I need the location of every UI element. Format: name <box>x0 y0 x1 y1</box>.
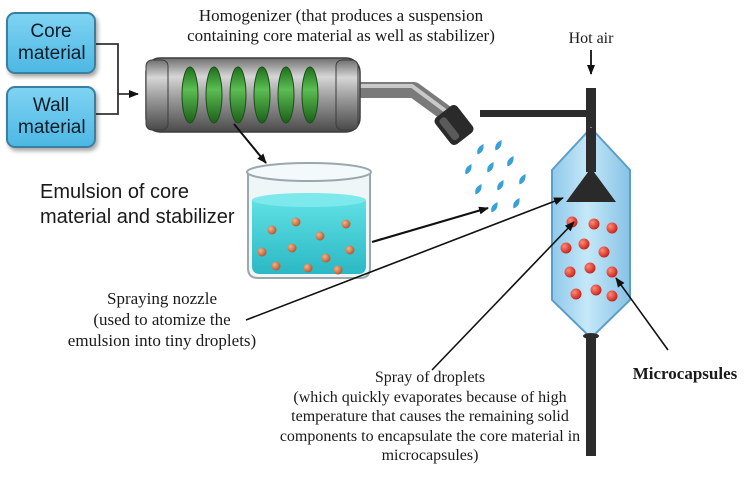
homogenizer-band <box>205 66 223 124</box>
hot-air-label: Hot air <box>568 30 614 47</box>
core-material-label: Core material <box>18 21 86 64</box>
pointer-nozzle <box>245 197 564 321</box>
emulsion-particle <box>315 231 325 241</box>
emulsion-particle <box>267 225 277 235</box>
arrow-to-emulsion <box>233 123 267 164</box>
emulsion-particle <box>287 243 297 253</box>
spray-droplet <box>497 179 504 191</box>
emulsion-particle <box>257 247 267 257</box>
connector-core <box>96 43 139 98</box>
homogenizer-band <box>277 66 295 124</box>
emulsion-label: Emulsion of core material and stabilizer <box>40 181 235 228</box>
emulsion-particle <box>271 261 281 271</box>
microcapsule <box>564 266 576 278</box>
microcapsules-label: Microcapsules <box>632 364 738 383</box>
spray-droplet <box>487 161 494 173</box>
spray-droplets <box>465 139 526 213</box>
microcapsule <box>570 288 582 300</box>
microcapsule <box>598 246 610 258</box>
spray-droplet <box>477 143 484 155</box>
core-material-box: Core material <box>6 12 96 74</box>
spray-droplet <box>491 201 498 213</box>
pointer-microcapsules <box>615 277 669 351</box>
wall-material-label: Wall material <box>18 95 86 138</box>
spray-of-droplets-label: Spray of droplets (which quickly evapora… <box>279 369 581 464</box>
emulsion-particle <box>341 219 351 229</box>
arrow-emulsion-to-sprayer <box>371 206 489 244</box>
microcapsule <box>566 216 578 228</box>
spraying-nozzle-label: Spraying nozzle (used to atomize the emu… <box>67 289 257 350</box>
microcapsule <box>606 266 618 278</box>
microcapsule <box>606 290 618 302</box>
spray-droplet <box>465 163 472 175</box>
emulsion-particle <box>333 265 343 275</box>
hot-air-pipe <box>586 88 596 136</box>
homogenizer-label: Homogenizer (that produces a suspension … <box>187 6 495 45</box>
emulsion-particle <box>345 245 355 255</box>
microcapsule <box>578 238 590 250</box>
homogenizer-band <box>181 66 199 124</box>
emulsion-particle <box>321 253 331 263</box>
microcapsule <box>588 218 600 230</box>
spray-droplet <box>495 139 502 151</box>
pointer-spray <box>431 221 575 371</box>
wall-material-box: Wall material <box>6 86 96 148</box>
microcapsule <box>590 284 602 296</box>
air-feed-bar <box>480 110 590 117</box>
homogenizer-band <box>301 66 319 124</box>
emulsion-beaker <box>246 162 372 279</box>
spray-droplet <box>519 173 526 185</box>
homogenizer-band <box>229 66 247 124</box>
homogenizer <box>145 57 361 133</box>
microcapsule <box>584 262 596 274</box>
emulsion-particle <box>303 263 313 273</box>
spray-droplet <box>513 197 520 209</box>
spray-droplet <box>507 155 514 167</box>
microcapsule <box>606 222 618 234</box>
emulsion-particle <box>291 217 301 227</box>
spray-nozzle-head <box>434 105 474 145</box>
microcapsule <box>560 242 572 254</box>
spray-droplet <box>475 183 482 195</box>
drying-chamber <box>551 126 631 456</box>
homogenizer-band <box>253 66 271 124</box>
connector-wall <box>96 94 119 115</box>
